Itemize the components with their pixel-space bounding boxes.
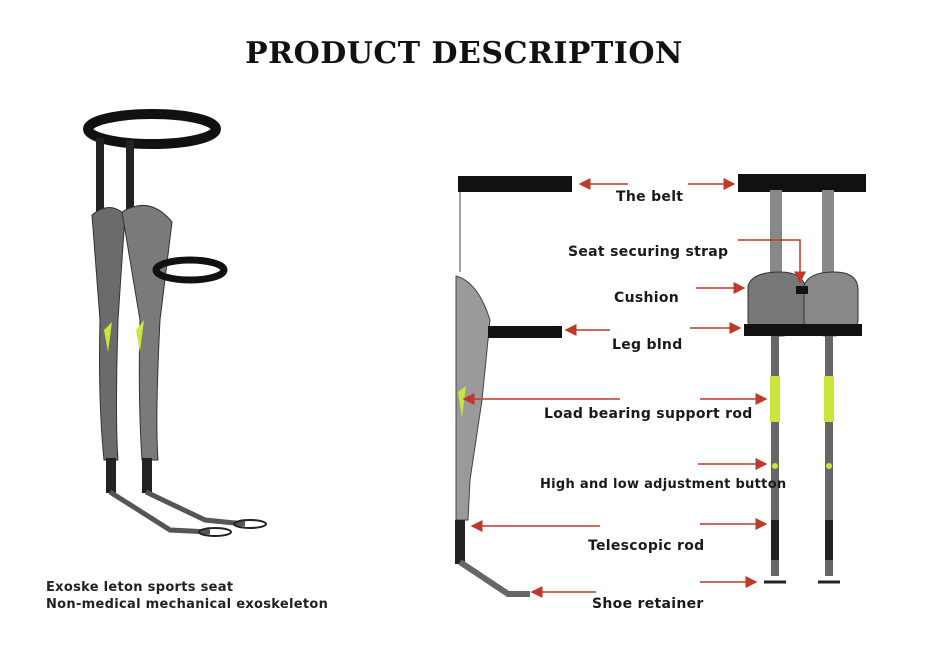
caption-line-2: Non-medical mechanical exoskeleton	[46, 597, 329, 612]
label-load-bearing-support-rod: Load bearing support rod	[544, 406, 753, 422]
label-adjustment-button: High and low adjustment button	[540, 477, 787, 492]
label-cushion: Cushion	[614, 290, 680, 306]
pointer-arrows	[462, 178, 806, 598]
exoskeleton-3d-image	[83, 109, 267, 537]
label-leg-bind: Leg blnd	[612, 337, 683, 353]
label-telescopic-rod: Telescopic rod	[588, 538, 705, 554]
label-the-belt: The belt	[616, 189, 684, 205]
front-view-diagram	[738, 174, 866, 584]
label-shoe-retainer: Shoe retainer	[592, 596, 704, 612]
label-seat-securing-strap: Seat securing strap	[568, 244, 729, 260]
caption-line-1: Exoske leton sports seat	[46, 580, 234, 595]
page-title: PRODUCT DESCRIPTION	[245, 36, 683, 71]
side-view-diagram	[455, 176, 572, 597]
